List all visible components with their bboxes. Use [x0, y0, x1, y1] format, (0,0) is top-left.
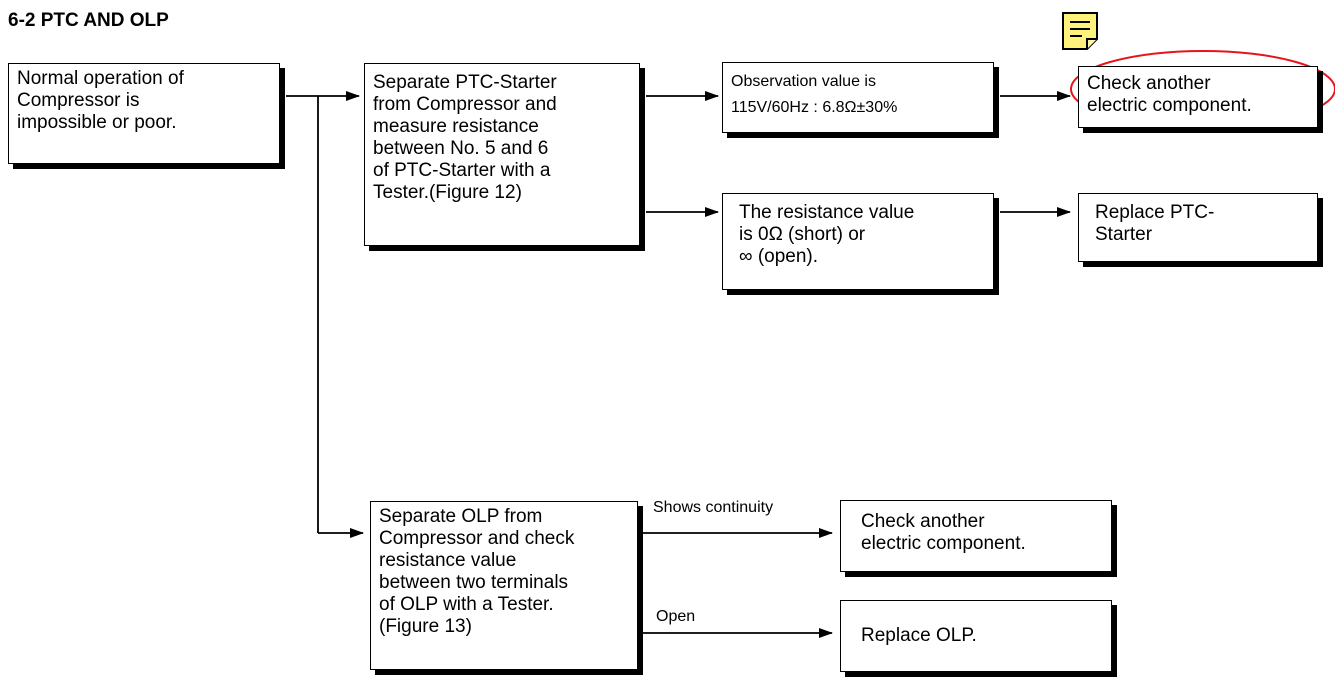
box-text-line: Separate OLP from	[379, 506, 543, 527]
page-title: 6-2 PTC AND OLP	[8, 10, 169, 31]
box-text-line: between No. 5 and 6	[373, 138, 549, 159]
box-text-line: Compressor is	[17, 90, 140, 111]
box-ptc-resistance: The resistance value is 0Ω (short) or ∞ …	[722, 193, 994, 290]
box-text-line: between two terminals	[379, 572, 569, 593]
box-text-line: Compressor and check	[379, 528, 575, 549]
box-olp-check-other: Check another electric component.	[840, 500, 1112, 572]
box-text-line: Observation value is	[731, 73, 876, 90]
box-text-line: from Compressor and	[373, 94, 557, 115]
box-text-line: measure resistance	[373, 116, 539, 137]
box-text-line: electric component.	[861, 533, 1026, 554]
box-replace-olp: Replace OLP.	[840, 600, 1112, 672]
box-text-line: of PTC-Starter with a	[373, 160, 551, 181]
box-ptc-observation: Observation value is 115V/60Hz : 6.8Ω±30…	[722, 62, 994, 133]
box-text-line: resistance value	[379, 550, 517, 571]
box-text-line: is 0Ω (short) or	[739, 224, 866, 245]
box-text-line: impossible or poor.	[17, 112, 177, 133]
box-ptc-measure: Separate PTC-Starter from Compressor and…	[364, 63, 640, 246]
box-text-line: Starter	[1095, 224, 1153, 245]
box-replace-ptc: Replace PTC- Starter	[1078, 193, 1318, 262]
box-text-line: electric component.	[1087, 95, 1252, 116]
edge-label-open: Open	[656, 608, 696, 625]
box-text-line: Replace PTC-	[1095, 202, 1215, 223]
sticky-note-icon[interactable]	[1060, 10, 1102, 57]
box-text-line: (Figure 13)	[379, 616, 472, 637]
box-text-line: Replace OLP.	[861, 625, 977, 646]
box-text-line: Separate PTC-Starter	[373, 72, 557, 93]
box-olp-check: Separate OLP from Compressor and check r…	[370, 501, 638, 670]
box-text-line: The resistance value	[739, 202, 915, 223]
box-ptc-check-other: Check another electric component.	[1078, 66, 1318, 128]
box-text-line: 115V/60Hz : 6.8Ω±30%	[731, 99, 898, 116]
box-text-line: Check another	[861, 511, 985, 532]
box-text-line: of OLP with a Tester.	[379, 594, 554, 615]
box-text-line: Normal operation of	[17, 68, 184, 89]
box-text-line: ∞ (open).	[739, 246, 819, 267]
edge-label-continuity: Shows continuity	[653, 499, 774, 516]
box-start: Normal operation of Compressor is imposs…	[8, 63, 280, 164]
box-text-line: Check another	[1087, 73, 1211, 94]
box-text-line: Tester.(Figure 12)	[373, 182, 522, 203]
